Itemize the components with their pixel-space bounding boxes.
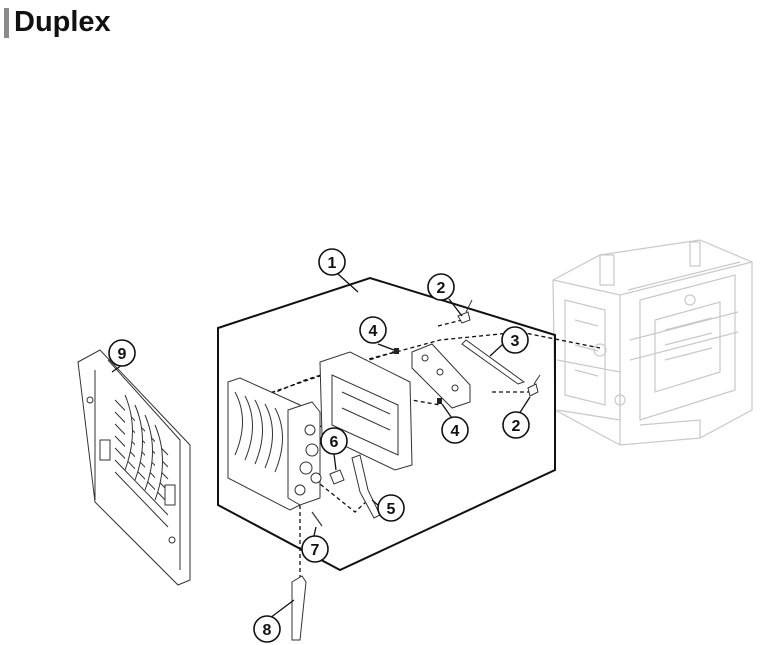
callout-5-label: 5 [387, 501, 396, 518]
callout-2-top: 2 [427, 273, 455, 301]
callout-8: 8 [253, 615, 281, 643]
leader-lines [111, 273, 531, 619]
page-title: Duplex [14, 6, 111, 38]
callout-1-label: 1 [328, 255, 337, 272]
callout-9-label: 9 [118, 346, 127, 363]
title-accent-bar [4, 8, 9, 38]
callout-4-top: 4 [359, 316, 387, 344]
callout-4-bottom: 4 [441, 416, 469, 444]
duplex-assembly-box [217, 276, 556, 572]
callout-6-label: 6 [330, 434, 339, 451]
part-3-rod [461, 339, 526, 385]
callout-4-label: 4 [369, 323, 378, 340]
callout-5: 5 [377, 494, 405, 522]
callout-2-label: 2 [512, 418, 521, 435]
callout-3: 3 [501, 326, 529, 354]
callout-1: 1 [318, 248, 346, 276]
callout-2-bottom: 2 [502, 411, 530, 439]
part-8-rail [291, 575, 307, 641]
callout-7-label: 7 [311, 542, 320, 559]
side-plate-part [287, 401, 322, 506]
callout-8-label: 8 [263, 622, 272, 639]
callout-4-label: 4 [451, 423, 460, 440]
part-4-screws [394, 348, 442, 404]
callout-7: 7 [301, 535, 329, 563]
part-2-sensors [457, 299, 541, 397]
part-6-clip [329, 469, 345, 485]
part-9-side-frame [77, 349, 191, 586]
callout-9: 9 [108, 339, 136, 367]
printer-frame-ghost [552, 239, 753, 446]
callout-3-label: 3 [511, 333, 520, 350]
part-5-strip [351, 454, 381, 519]
part-7-pin [311, 511, 323, 527]
callout-2-label: 2 [437, 280, 446, 297]
callout-6: 6 [320, 427, 348, 455]
sensor-bracket-part [411, 343, 471, 409]
